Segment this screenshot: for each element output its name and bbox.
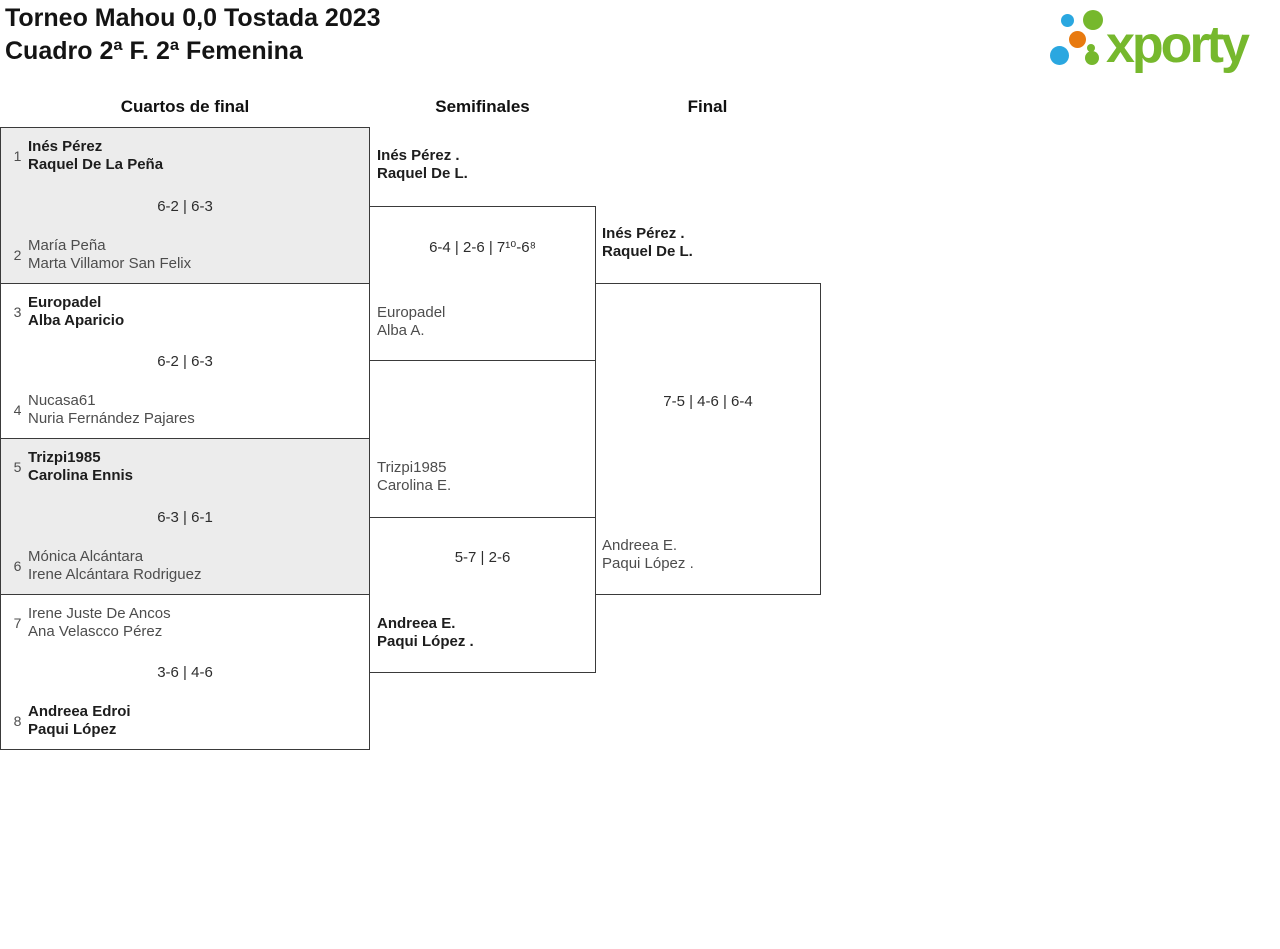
player-name-line: Raquel De La Peña <box>28 156 164 173</box>
round-header-semifinals: Semifinales <box>435 97 530 116</box>
team-names: Irene Juste De Ancos Ana Velascco Pérez <box>28 605 171 641</box>
player-name-line: Andreea Edroi <box>28 703 131 720</box>
round-header-final: Final <box>687 97 728 116</box>
player-name-line: Carolina Ennis <box>28 467 134 484</box>
match-quarterfinal-1: 1 Inés Pérez Raquel De La Peña 6-2 | 6-3… <box>0 127 370 284</box>
player-name-line: Ana Velascco Pérez <box>28 623 163 640</box>
team-names: Mónica Alcántara Irene Alcántara Rodrigu… <box>28 548 201 584</box>
logo-dot-icon <box>1050 46 1069 65</box>
team-names: Andreea E. Paqui López . <box>602 537 694 573</box>
logo-dot-icon <box>1061 14 1074 27</box>
xporty-logo-text: xporty <box>1106 16 1250 74</box>
team-names: Inés Pérez Raquel De La Peña <box>28 138 163 174</box>
player-name-line: Europadel <box>377 304 446 321</box>
match-score: 7-5 | 4-6 | 6-4 <box>663 393 753 410</box>
player-name-line: Europadel <box>28 294 102 311</box>
team-slot: 6 Mónica Alcántara Irene Alcántara Rodri… <box>7 548 202 584</box>
player-name-line: Andreea E. <box>602 537 678 554</box>
team-slot: 4 Nucasa61 Nuria Fernández Pajares <box>7 392 195 428</box>
page-title: Torneo Mahou 0,0 Tostada 2023 Cuadro 2ª … <box>5 2 381 68</box>
player-name-line: Mónica Alcántara <box>28 548 144 565</box>
team-slot: 5 Trizpi1985 Carolina Ennis <box>7 449 133 485</box>
player-name-line: Irene Alcántara Rodriguez <box>28 566 202 583</box>
player-name-line: Nuria Fernández Pajares <box>28 410 195 427</box>
player-name-line: Trizpi1985 <box>377 459 447 476</box>
match-score: 6-2 | 6-3 <box>157 353 213 370</box>
player-name-line: Paqui López . <box>602 555 694 572</box>
team-names: Europadel Alba Aparicio <box>28 294 124 330</box>
tournament-name: Torneo Mahou 0,0 Tostada 2023 <box>5 4 381 32</box>
round-header-quarterfinals: Cuartos de final <box>120 97 250 116</box>
player-name-line: Paqui López . <box>377 633 474 650</box>
match-score: 6-2 | 6-3 <box>157 197 213 215</box>
player-name-line: Alba Aparicio <box>28 312 125 329</box>
seed-number: 1 <box>13 148 22 164</box>
bracket-subtitle: Cuadro 2ª F. 2ª Femenina <box>5 37 303 65</box>
player-name-line: Inés Pérez . <box>377 147 460 164</box>
team-names: Andreea E. Paqui López . <box>377 615 474 651</box>
team-names: Nucasa61 Nuria Fernández Pajares <box>28 392 195 428</box>
logo-dot-icon <box>1083 10 1103 30</box>
player-name-line: Raquel De L. <box>377 165 468 182</box>
match-quarterfinal-4: 7 Irene Juste De Ancos Ana Velascco Pére… <box>0 594 370 750</box>
player-name-line: Carolina E. <box>377 477 452 494</box>
team-slot: 3 Europadel Alba Aparicio <box>7 294 125 330</box>
match-semifinal-2 <box>369 517 596 673</box>
seed-number: 5 <box>13 459 22 475</box>
match-final <box>595 283 821 595</box>
player-name-line: Raquel De L. <box>602 243 693 260</box>
seed-number: 7 <box>13 615 22 631</box>
player-name-line: Inés Pérez . <box>602 225 685 242</box>
player-name-line: María Peña <box>28 237 106 254</box>
team-names: Andreea Edroi Paqui López <box>28 703 131 739</box>
player-name-line: Trizpi1985 <box>28 449 101 466</box>
team-slot: 1 Inés Pérez Raquel De La Peña <box>7 138 163 174</box>
player-name-line: Irene Juste De Ancos <box>28 605 171 622</box>
player-name-line: Alba A. <box>377 322 425 339</box>
match-score: 5-7 | 2-6 <box>454 549 511 566</box>
match-quarterfinal-2: 3 Europadel Alba Aparicio 6-2 | 6-3 4 Nu… <box>0 283 370 439</box>
seed-number: 4 <box>13 402 22 418</box>
logo-dot-icon <box>1069 31 1086 48</box>
match-quarterfinal-3: 5 Trizpi1985 Carolina Ennis 6-3 | 6-1 6 … <box>0 438 370 595</box>
team-slot: 2 María Peña Marta Villamor San Felix <box>7 237 192 273</box>
team-names: Inés Pérez . Raquel De L. <box>377 147 468 183</box>
player-name-line: Marta Villamor San Felix <box>28 255 192 272</box>
match-score: 3-6 | 4-6 <box>157 664 213 681</box>
team-slot: 8 Andreea Edroi Paqui López <box>7 703 131 739</box>
player-name-line: Andreea E. <box>377 615 456 632</box>
match-score: 6-4 | 2-6 | 7¹⁰-6⁸ <box>429 239 536 256</box>
match-score: 6-3 | 6-1 <box>157 508 213 526</box>
xporty-logo: xporty <box>1048 5 1278 85</box>
team-names: María Peña Marta Villamor San Felix <box>28 237 191 273</box>
seed-number: 6 <box>13 558 22 574</box>
seed-number: 2 <box>13 247 22 263</box>
team-names: Inés Pérez . Raquel De L. <box>602 225 693 261</box>
seed-number: 3 <box>13 304 22 320</box>
team-slot: 7 Irene Juste De Ancos Ana Velascco Pére… <box>7 605 171 641</box>
seed-number: 8 <box>13 713 22 729</box>
player-name-line: Nucasa61 <box>28 392 96 409</box>
logo-dot-icon <box>1085 51 1099 65</box>
player-name-line: Paqui López <box>28 721 117 738</box>
player-name-line: Inés Pérez <box>28 138 103 155</box>
logo-dot-icon <box>1087 44 1095 52</box>
team-names: Trizpi1985 Carolina E. <box>377 459 451 495</box>
team-names: Europadel Alba A. <box>377 304 445 340</box>
team-names: Trizpi1985 Carolina Ennis <box>28 449 133 485</box>
